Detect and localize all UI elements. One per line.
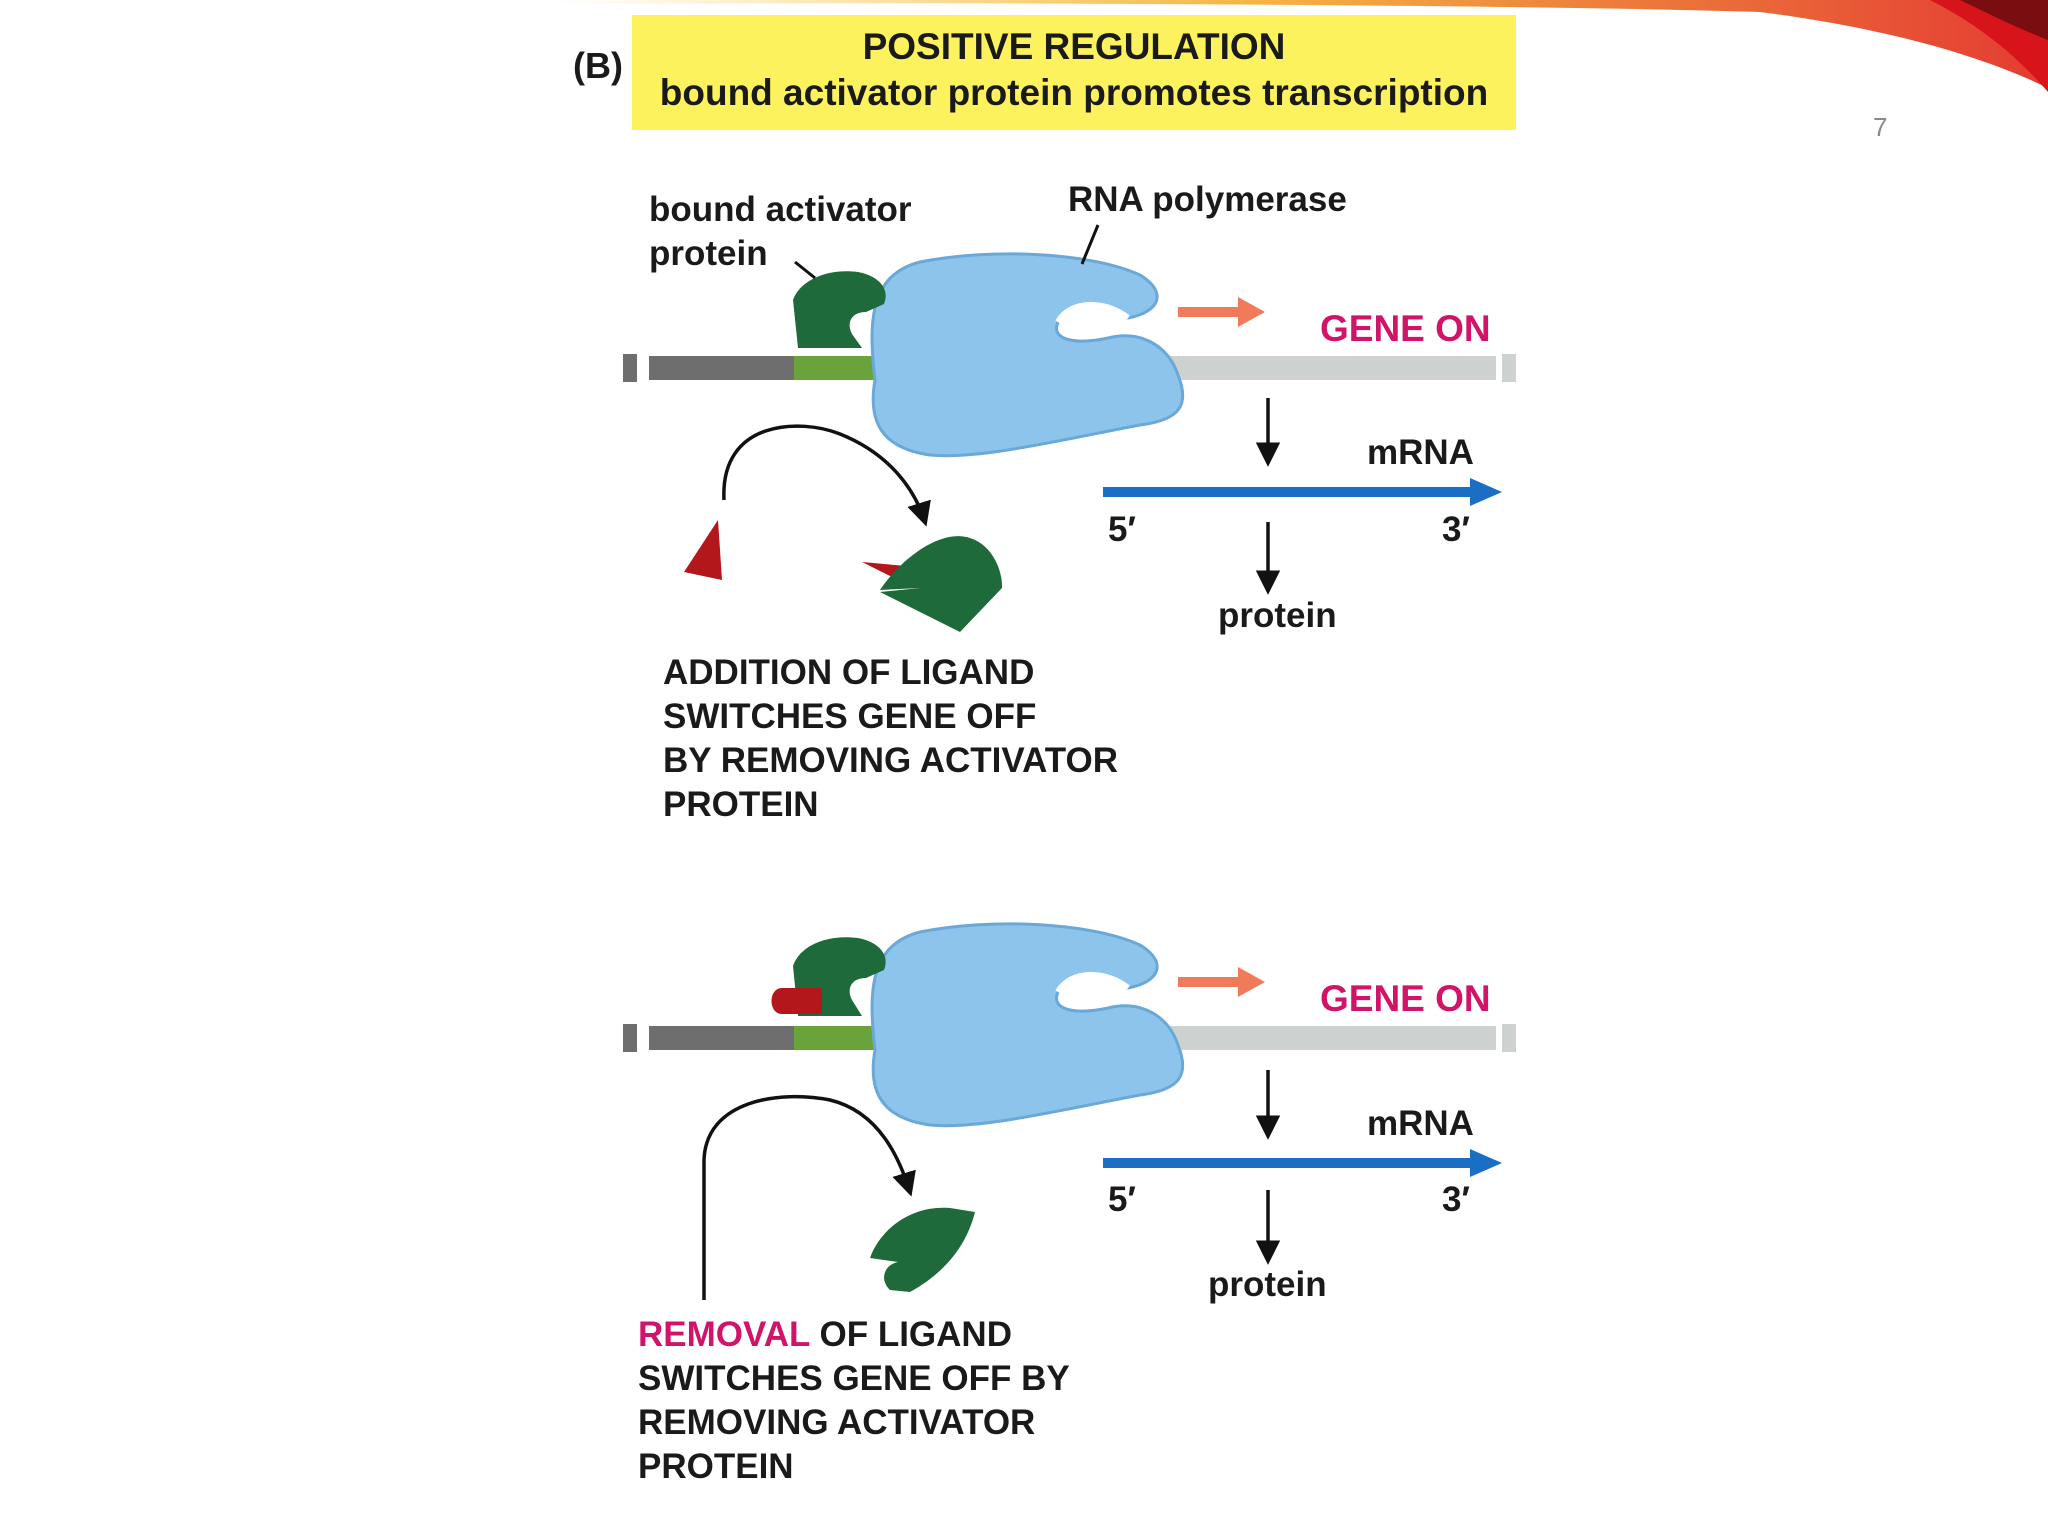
bottom-panel-graphics (623, 922, 1516, 1300)
caption-bottom-line: REMOVING ACTIVATOR (638, 1403, 1036, 1442)
caption-top-line: ADDITION OF LIGAND (663, 653, 1035, 692)
mrna-arrow-bottom (1103, 1149, 1502, 1177)
page-number: 7 (1873, 112, 1888, 142)
caption-bottom-line: SWITCHES GENE OFF BY (638, 1359, 1070, 1398)
mrna-label-bottom: mRNA (1367, 1104, 1474, 1143)
gene-status-bottom: GENE ON (1320, 978, 1491, 1019)
panel-letter: (B) (573, 45, 623, 86)
rna-polymerase-bottom (870, 922, 1185, 1128)
title-box (632, 15, 1516, 130)
top-panel-graphics (623, 224, 1516, 632)
mrna-label-top: mRNA (1367, 433, 1474, 472)
rna-polymerase-top (870, 252, 1185, 458)
label-rna-polymerase: RNA polymerase (1068, 180, 1347, 219)
caption-bottom-line: PROTEIN (638, 1447, 794, 1486)
five-prime-top: 5′ (1108, 510, 1136, 549)
label-bound-activator-line2: protein (649, 234, 768, 273)
protein-label-bottom: protein (1208, 1265, 1327, 1304)
protein-label-top: protein (1218, 596, 1337, 635)
ligand-top (684, 520, 722, 580)
gene-status-top: GENE ON (1320, 308, 1491, 349)
curved-arrow-top (722, 424, 931, 527)
caption-highlight-removal: REMOVAL (638, 1315, 810, 1354)
mrna-arrow-top (1103, 478, 1502, 506)
caption-bottom-line: REMOVAL OF LIGAND (638, 1313, 1070, 1357)
caption-top-line: SWITCHES GENE OFF (663, 697, 1037, 736)
corner-swoosh (555, 0, 2048, 92)
curved-arrow-bottom (702, 1094, 916, 1300)
title-line-2: bound activator protein promotes transcr… (659, 72, 1489, 113)
five-prime-bottom: 5′ (1108, 1180, 1136, 1219)
three-prime-top: 3′ (1442, 510, 1470, 549)
activator-ligand-complex-top (862, 536, 1003, 632)
title-line-1: POSITIVE REGULATION (862, 26, 1286, 67)
caption-bottom: REMOVAL OF LIGAND SWITCHES GENE OFF BY R… (638, 1313, 1070, 1489)
free-activator-bottom (870, 1207, 975, 1292)
activator-with-ligand-bottom (771, 937, 886, 1016)
caption-top: ADDITION OF LIGAND SWITCHES GENE OFF BY … (663, 651, 1118, 827)
caption-top-line: PROTEIN (663, 785, 819, 824)
transcription-arrow-top (1178, 297, 1265, 327)
caption-bottom-line1-rest: OF LIGAND (809, 1315, 1013, 1354)
activator-protein-top (793, 271, 886, 348)
caption-top-line: BY REMOVING ACTIVATOR (663, 741, 1119, 780)
transcription-arrow-bottom (1178, 967, 1265, 997)
three-prime-bottom: 3′ (1442, 1180, 1470, 1219)
label-bound-activator-line1: bound activator (649, 190, 912, 229)
